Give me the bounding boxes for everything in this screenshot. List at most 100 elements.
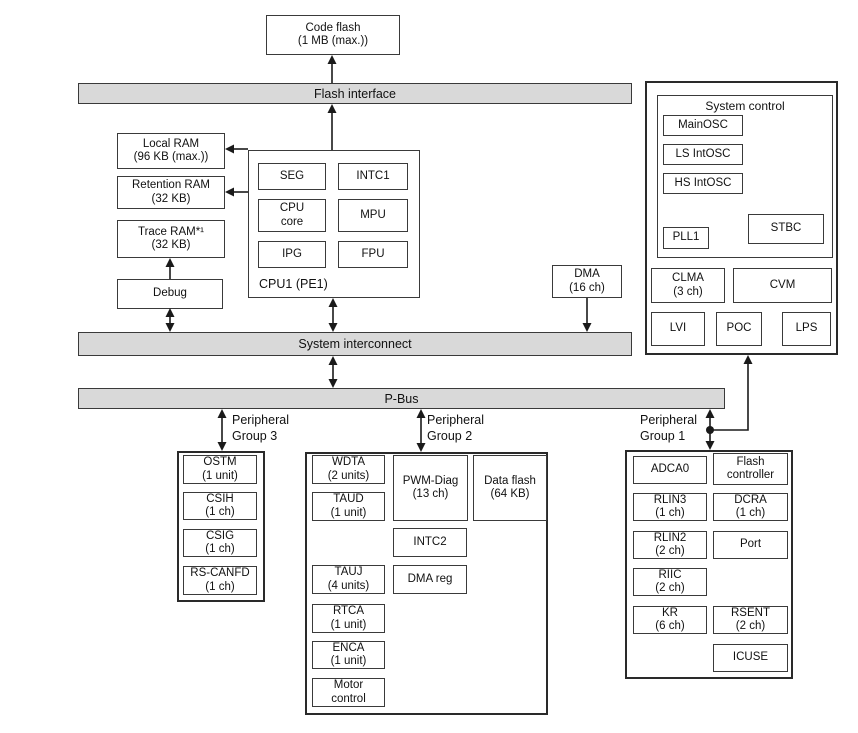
- clma-title: CLMA: [672, 272, 704, 284]
- ostm-sub: (1 unit): [202, 469, 238, 482]
- rtca-title: RTCA: [332, 605, 365, 617]
- ostm-block: OSTM (1 unit): [183, 455, 257, 484]
- kr-block: KR (6 ch): [633, 606, 707, 634]
- rsent-block: RSENT (2 ch): [713, 606, 788, 634]
- peripheral-group-3-label-line2: Group 3: [232, 429, 278, 443]
- port-block: Port: [713, 531, 788, 559]
- system-control-title: System control: [705, 99, 785, 113]
- rlin3-title: RLIN3: [653, 493, 687, 506]
- rlin2-sub: (2 ch): [655, 545, 685, 557]
- poc-label: POC: [726, 322, 752, 335]
- tauj-title: TAUJ: [334, 566, 363, 578]
- pll1-label: PLL1: [672, 231, 700, 244]
- data-flash-title: Data flash: [484, 474, 536, 487]
- fpu-block: FPU: [338, 241, 408, 268]
- intc1-label: INTC1: [356, 169, 390, 182]
- seg-block: SEG: [258, 163, 326, 190]
- pwm-diag-sub: (13 ch): [412, 488, 449, 500]
- local-ram-sub: (96 KB (max.)): [133, 151, 209, 163]
- peripheral-group-1-label: Peripheral Group 1: [640, 412, 697, 444]
- debug-label: Debug: [153, 287, 187, 300]
- tauj-block: TAUJ (4 units): [312, 565, 385, 594]
- pwm-diag-title: PWM-Diag: [402, 474, 459, 487]
- csih-block: CSIH (1 ch): [183, 492, 257, 520]
- peripheral-group-2-label: Peripheral Group 2: [427, 412, 484, 444]
- lps-block: LPS: [782, 312, 831, 346]
- trace-ram-title: Trace RAM*¹: [137, 225, 205, 238]
- debug-block: Debug: [117, 279, 223, 309]
- flash-controller-block: Flash controller: [713, 453, 788, 485]
- p-bus-label: P-Bus: [384, 391, 419, 406]
- cpu-core-line1: CPU: [279, 202, 305, 214]
- adca0-label: ADCA0: [650, 463, 690, 476]
- riic-title: RIIC: [658, 568, 682, 581]
- icuse-label: ICUSE: [732, 651, 769, 664]
- code-flash-sub: (1 MB (max.)): [297, 35, 369, 47]
- riic-sub: (2 ch): [655, 582, 685, 594]
- peripheral-group-3-label: Peripheral Group 3: [232, 412, 289, 444]
- stbc-block: STBC: [748, 214, 824, 244]
- rs-canfd-sub: (1 ch): [205, 580, 235, 593]
- ostm-title: OSTM: [203, 456, 237, 468]
- dma-reg-label: DMA reg: [407, 572, 453, 585]
- code-flash-block: Code flash (1 MB (max.)): [266, 15, 400, 55]
- hs-intosc-block: HS IntOSC: [663, 173, 743, 194]
- data-flash-block: Data flash (64 KB): [473, 455, 547, 521]
- rsent-title: RSENT: [731, 606, 770, 619]
- local-ram-block: Local RAM (96 KB (max.)): [117, 133, 225, 169]
- peripheral-group-3-label-line1: Peripheral: [232, 413, 289, 427]
- motor-control-title: Motor: [333, 679, 364, 691]
- rtca-block: RTCA (1 unit): [312, 604, 385, 633]
- flash-interface-label: Flash interface: [314, 86, 396, 101]
- taud-title: TAUD: [333, 493, 364, 505]
- ls-intosc-block: LS IntOSC: [663, 144, 743, 165]
- seg-label: SEG: [279, 169, 305, 182]
- rlin3-sub: (1 ch): [655, 507, 685, 519]
- ls-intosc-label: LS IntOSC: [675, 147, 731, 160]
- rlin2-block: RLIN2 (2 ch): [633, 531, 707, 559]
- trace-ram-block: Trace RAM*¹ (32 KB): [117, 220, 225, 258]
- enca-block: ENCA (1 unit): [312, 641, 385, 669]
- trace-ram-sub: (32 KB): [151, 239, 191, 251]
- dma-sub: (16 ch): [569, 281, 605, 294]
- retention-ram-title: Retention RAM: [132, 179, 210, 191]
- lvi-block: LVI: [651, 312, 705, 346]
- mpu-block: MPU: [338, 199, 408, 232]
- kr-sub: (6 ch): [655, 620, 685, 632]
- dcra-title: DCRA: [734, 493, 767, 506]
- wdta-block: WDTA (2 units): [312, 455, 385, 484]
- clma-sub: (3 ch): [673, 285, 703, 298]
- tauj-sub: (4 units): [327, 579, 370, 592]
- dma-title: DMA: [574, 268, 600, 280]
- intc2-label: INTC2: [413, 535, 447, 548]
- adca0-block: ADCA0: [633, 456, 707, 484]
- motor-control-block: Motor control: [312, 678, 385, 707]
- retention-ram-block: Retention RAM (32 KB): [117, 176, 225, 209]
- rtca-sub: (1 unit): [330, 618, 367, 631]
- code-flash-title: Code flash: [305, 21, 361, 34]
- rsent-sub: (2 ch): [735, 620, 766, 632]
- flash-controller-sub: controller: [726, 469, 775, 481]
- taud-block: TAUD (1 unit): [312, 492, 385, 521]
- rlin2-title: RLIN2: [653, 531, 687, 544]
- peripheral-group-2-label-line2: Group 2: [427, 429, 473, 443]
- port-label: Port: [739, 538, 762, 551]
- retention-ram-sub: (32 KB): [151, 192, 191, 205]
- fpu-label: FPU: [361, 247, 385, 260]
- csih-sub: (1 ch): [205, 506, 235, 518]
- cvm-label: CVM: [769, 278, 796, 291]
- enca-sub: (1 unit): [330, 655, 367, 667]
- riic-block: RIIC (2 ch): [633, 568, 707, 596]
- dcra-block: DCRA (1 ch): [713, 493, 788, 521]
- stbc-label: STBC: [770, 222, 802, 235]
- dma-block: DMA (16 ch): [552, 265, 622, 298]
- peripheral-group-2-label-line1: Peripheral: [427, 413, 484, 427]
- rs-canfd-title: RS-CANFD: [190, 567, 250, 579]
- pll1-block: PLL1: [663, 227, 709, 249]
- ipg-label: IPG: [282, 247, 302, 260]
- peripheral-group-1-block: [625, 450, 793, 679]
- pwm-diag-block: PWM-Diag (13 ch): [393, 455, 468, 521]
- cpu-core-line2: core: [280, 215, 304, 228]
- taud-sub: (1 unit): [330, 506, 367, 519]
- rs-canfd-block: RS-CANFD (1 ch): [183, 566, 257, 595]
